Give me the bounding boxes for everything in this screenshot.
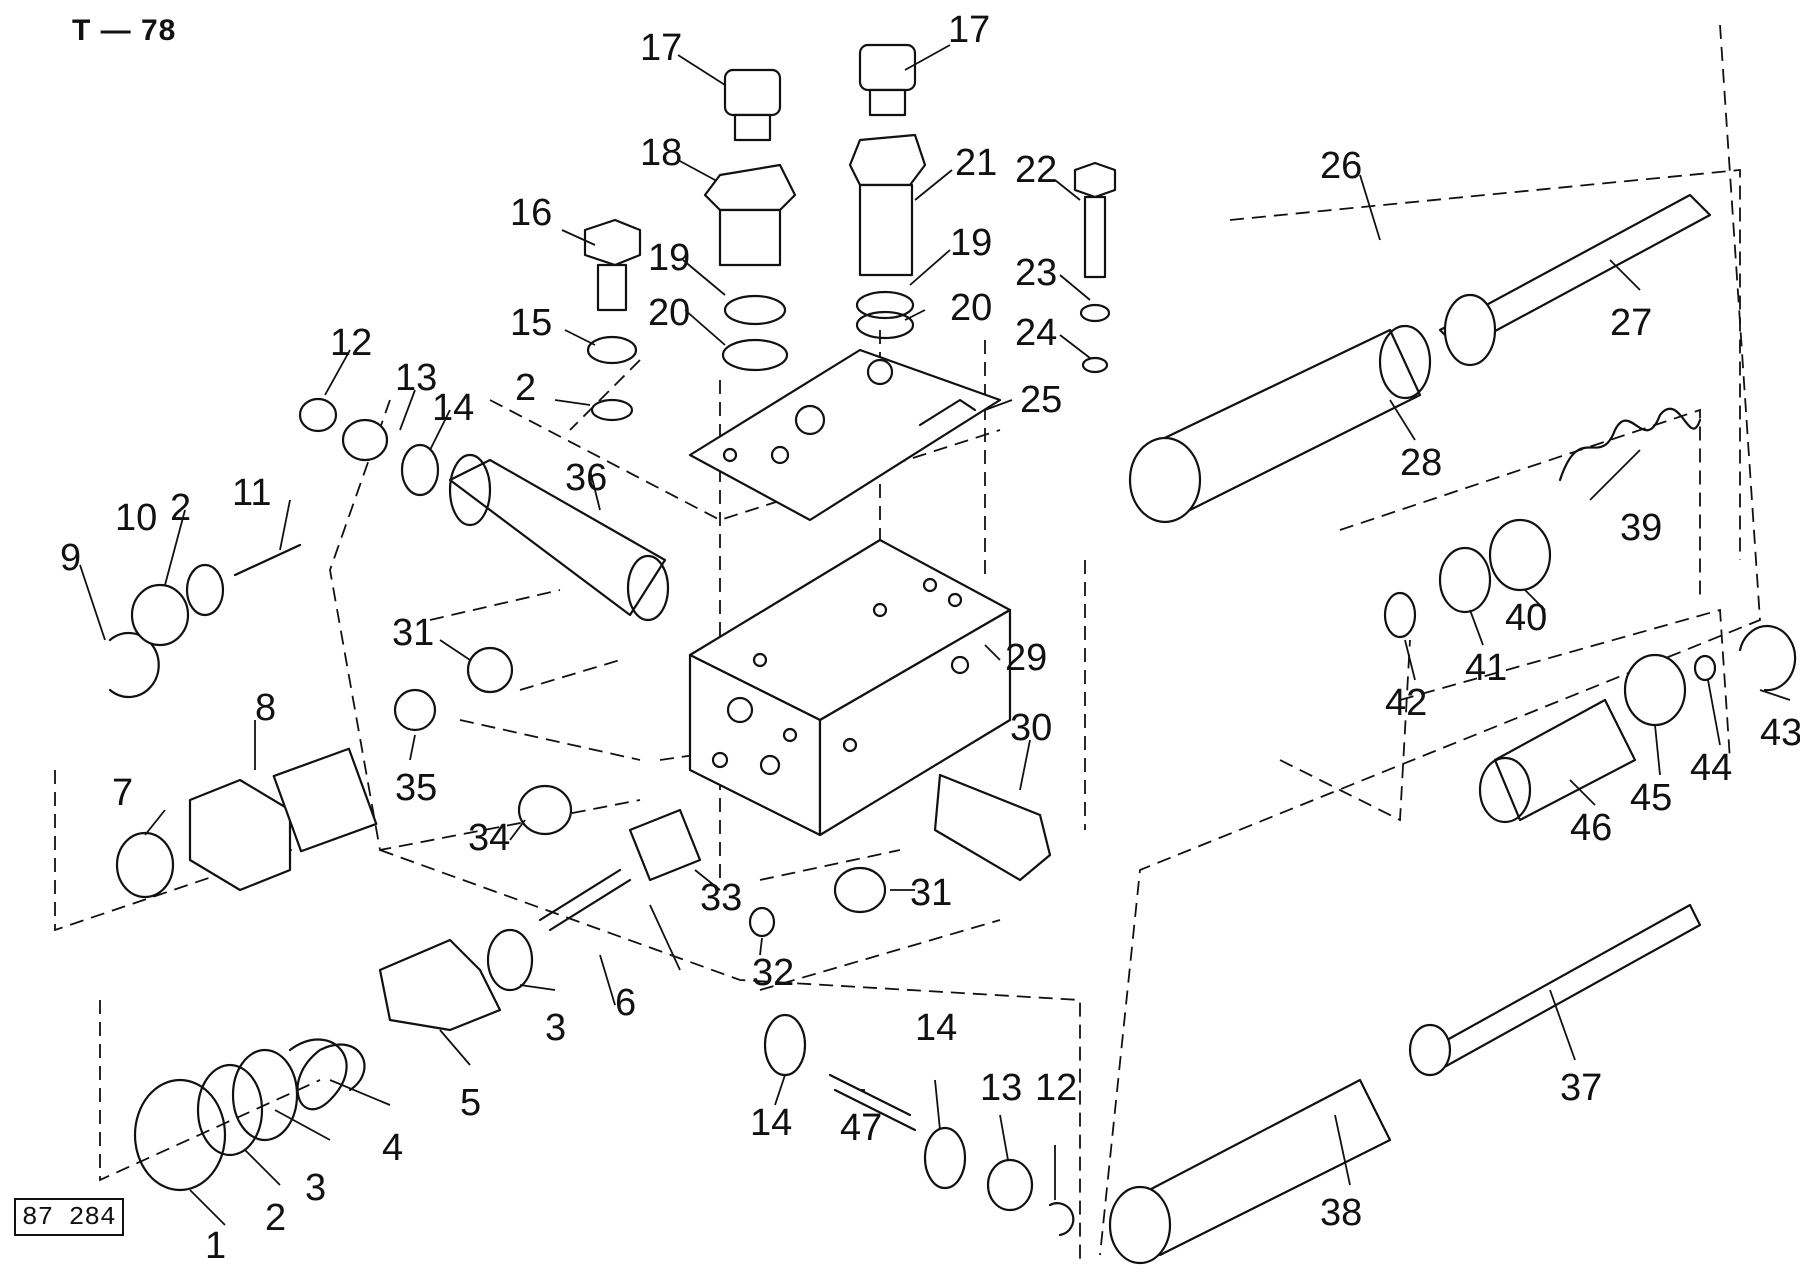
callout-13-a: 13 bbox=[395, 357, 437, 399]
callout-47: 47 bbox=[840, 1107, 882, 1149]
callout-1: 1 bbox=[205, 1225, 226, 1267]
callout-22: 22 bbox=[1015, 149, 1057, 191]
callout-21: 21 bbox=[955, 142, 997, 184]
callout-19-b: 19 bbox=[950, 222, 992, 264]
callout-30: 30 bbox=[1010, 707, 1052, 749]
callout-12-a: 12 bbox=[330, 322, 372, 364]
callout-17-a: 17 bbox=[640, 27, 682, 69]
callout-34: 34 bbox=[468, 817, 510, 859]
callout-33: 33 bbox=[700, 877, 742, 919]
callout-4: 4 bbox=[382, 1127, 403, 1169]
callout-37: 37 bbox=[1560, 1067, 1602, 1109]
callout-31-b: 31 bbox=[910, 872, 952, 914]
callout-20-b: 20 bbox=[950, 287, 992, 329]
phantom-lines bbox=[54, 24, 1761, 1260]
callout-31-a: 31 bbox=[392, 612, 434, 654]
callout-42: 42 bbox=[1385, 682, 1427, 724]
callout-23: 23 bbox=[1015, 252, 1057, 294]
callout-6: 6 bbox=[615, 982, 636, 1024]
drawing-reference-number: 87 284 bbox=[14, 1198, 124, 1236]
callout-20-a: 20 bbox=[648, 292, 690, 334]
callout-36: 36 bbox=[565, 457, 607, 499]
callout-5: 5 bbox=[460, 1082, 481, 1124]
callout-32: 32 bbox=[752, 952, 794, 994]
callout-39: 39 bbox=[1620, 507, 1662, 549]
callout-2-b: 2 bbox=[515, 367, 536, 409]
top-fittings bbox=[583, 43, 1117, 422]
callout-2-c: 2 bbox=[170, 487, 191, 529]
callout-7: 7 bbox=[112, 772, 133, 814]
valve-body-29 bbox=[688, 538, 1012, 837]
callout-9: 9 bbox=[60, 537, 81, 579]
callout-35: 35 bbox=[395, 767, 437, 809]
callout-40: 40 bbox=[1505, 597, 1547, 639]
callout-3-b: 3 bbox=[545, 1007, 566, 1049]
callout-18: 18 bbox=[640, 132, 682, 174]
callout-41: 41 bbox=[1465, 647, 1507, 689]
callout-2-a: 2 bbox=[265, 1197, 286, 1239]
left-parts bbox=[108, 397, 1052, 938]
callout-labels: 1 2 2 2 3 3 4 5 6 7 8 9 10 11 12 12 13 1… bbox=[60, 9, 1800, 1267]
right-parts bbox=[1108, 193, 1797, 1265]
callout-15: 15 bbox=[510, 302, 552, 344]
callout-3-a: 3 bbox=[305, 1167, 326, 1209]
callout-19-a: 19 bbox=[648, 237, 690, 279]
callout-11: 11 bbox=[232, 472, 271, 514]
callout-28: 28 bbox=[1400, 442, 1442, 484]
callout-14-b: 14 bbox=[750, 1102, 792, 1144]
callout-14-c: 14 bbox=[915, 1007, 957, 1049]
callout-14-a: 14 bbox=[432, 387, 474, 429]
callout-13-b: 13 bbox=[980, 1067, 1022, 1109]
callout-8: 8 bbox=[255, 687, 276, 729]
callout-27: 27 bbox=[1610, 302, 1652, 344]
lower-left-parts bbox=[133, 868, 632, 1192]
callout-44: 44 bbox=[1690, 747, 1732, 789]
callout-17-b: 17 bbox=[948, 9, 990, 51]
page-title: T — 78 bbox=[72, 14, 177, 47]
gasket-plate-25 bbox=[688, 348, 1002, 522]
callout-26: 26 bbox=[1320, 145, 1362, 187]
callout-25: 25 bbox=[1020, 379, 1062, 421]
leader-lines bbox=[79, 44, 1791, 1226]
callout-24: 24 bbox=[1015, 312, 1057, 354]
callout-12-b: 12 bbox=[1035, 1067, 1077, 1109]
callout-38: 38 bbox=[1320, 1192, 1362, 1234]
callout-43: 43 bbox=[1760, 712, 1800, 754]
callout-29: 29 bbox=[1005, 637, 1047, 679]
callout-46: 46 bbox=[1570, 807, 1612, 849]
callout-45: 45 bbox=[1630, 777, 1672, 819]
callout-10: 10 bbox=[115, 497, 157, 539]
callout-16: 16 bbox=[510, 192, 552, 234]
